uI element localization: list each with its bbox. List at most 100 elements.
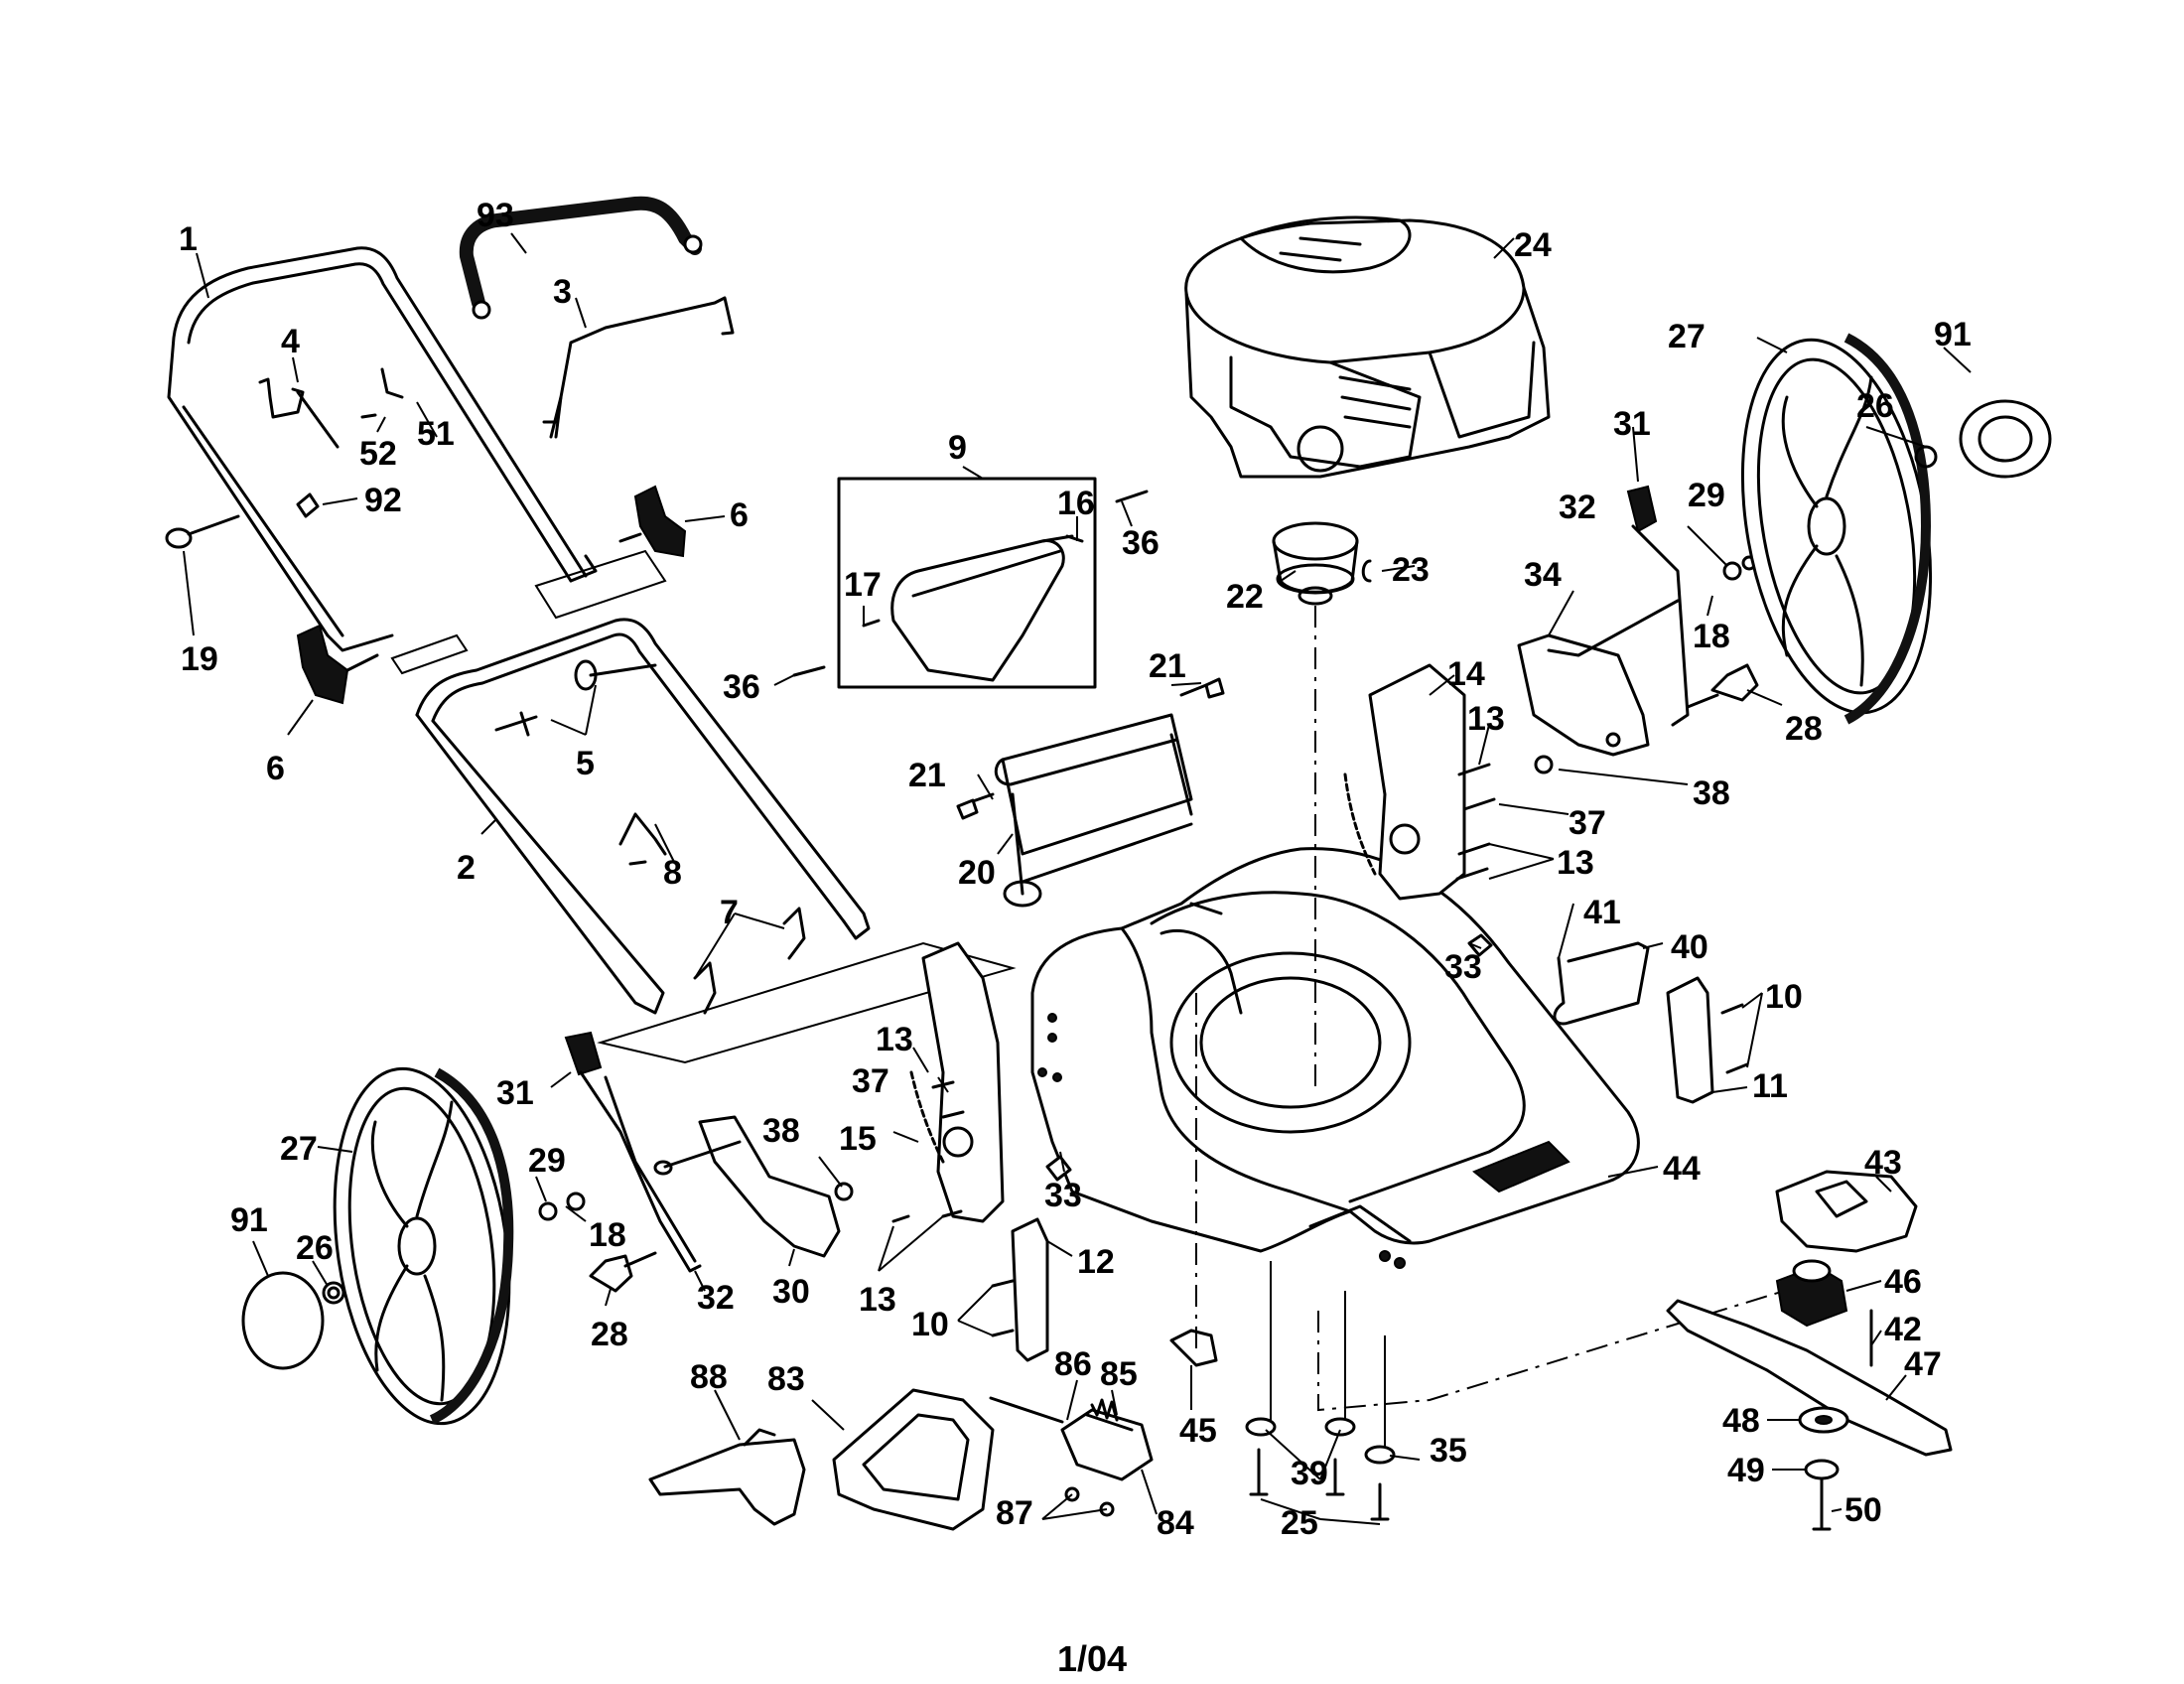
wheel-left xyxy=(333,1066,514,1426)
callout-91-left: 91 xyxy=(230,1201,268,1239)
callout-84: 84 xyxy=(1157,1504,1194,1542)
callout-49: 49 xyxy=(1727,1452,1765,1489)
callout-92: 92 xyxy=(364,482,402,519)
wheel-right xyxy=(1740,333,1933,725)
eyebolt xyxy=(165,492,320,549)
callout-13-a: 13 xyxy=(1467,700,1505,738)
callout-33-right: 33 xyxy=(1444,948,1482,986)
deck-hardware xyxy=(1245,1417,1396,1521)
axle-bracket-right xyxy=(1517,599,1680,757)
blade-adapter xyxy=(1775,1170,1918,1253)
callout-47: 47 xyxy=(1904,1345,1942,1383)
callout-37-left: 37 xyxy=(852,1062,889,1100)
engine-pulley xyxy=(1272,521,1372,606)
callout-88: 88 xyxy=(690,1358,728,1396)
callout-27-right: 27 xyxy=(1668,318,1706,355)
callout-32-right: 32 xyxy=(1559,489,1596,526)
callout-30: 30 xyxy=(772,1273,810,1311)
callout-42: 42 xyxy=(1884,1311,1922,1348)
blade-adapter-hub xyxy=(1775,1259,1848,1328)
height-adjust-bracket-left xyxy=(909,941,1005,1223)
callout-50: 50 xyxy=(1844,1491,1882,1529)
callout-33-left: 33 xyxy=(1044,1177,1082,1214)
rear-discharge-door xyxy=(832,1388,995,1531)
callout-36-left: 36 xyxy=(723,668,760,706)
handle-bolts xyxy=(494,659,806,1015)
callout-13-d: 13 xyxy=(859,1281,896,1319)
callout-91-right: 91 xyxy=(1934,316,1972,353)
cable-clip-parts xyxy=(258,367,404,449)
mower-deck xyxy=(1030,847,1640,1269)
callout-83: 83 xyxy=(767,1360,805,1398)
callout-29-right: 29 xyxy=(1688,477,1725,514)
callout-18-left: 18 xyxy=(589,1216,626,1254)
callout-16: 16 xyxy=(1057,485,1095,522)
callout-7: 7 xyxy=(720,894,739,931)
deflector xyxy=(1169,1329,1218,1367)
control-bail xyxy=(549,296,735,439)
callout-38-left: 38 xyxy=(762,1112,800,1150)
callout-11: 11 xyxy=(1752,1067,1788,1105)
drive-cable xyxy=(1553,941,1650,1026)
callout-93: 93 xyxy=(477,197,514,234)
callout-25: 25 xyxy=(1281,1504,1318,1542)
callout-37-right: 37 xyxy=(1569,804,1606,842)
lower-handle xyxy=(415,618,871,1015)
revision-code: 1/04 xyxy=(1056,1638,1128,1679)
callout-22: 22 xyxy=(1226,578,1264,616)
callout-21-upper: 21 xyxy=(1149,647,1186,685)
callout-45: 45 xyxy=(1179,1412,1217,1450)
callout-17: 17 xyxy=(844,566,882,604)
callout-3: 3 xyxy=(553,273,572,311)
upper-handle xyxy=(167,246,598,652)
callout-41: 41 xyxy=(1583,894,1621,931)
rear-baffle xyxy=(994,713,1193,908)
engine xyxy=(1184,215,1551,479)
callout-1: 1 xyxy=(179,220,198,258)
blade-hardware xyxy=(1798,1309,1873,1531)
callout-28-left: 28 xyxy=(591,1316,628,1353)
grass-bag-assembly xyxy=(792,477,1149,689)
handlebar-grip xyxy=(459,196,702,310)
axle-bracket-left xyxy=(653,1115,841,1258)
callout-14: 14 xyxy=(1447,655,1485,693)
door-hinge xyxy=(989,1396,1154,1517)
callout-20: 20 xyxy=(958,854,996,892)
callout-26-right: 26 xyxy=(1856,387,1894,425)
callout-32-left: 32 xyxy=(697,1279,735,1317)
callout-4: 4 xyxy=(281,323,300,360)
mulch-plug xyxy=(648,1428,806,1526)
callout-51: 51 xyxy=(417,415,455,453)
callout-85: 85 xyxy=(1100,1355,1138,1393)
callout-39: 39 xyxy=(1291,1455,1328,1492)
callout-19: 19 xyxy=(181,640,218,678)
callout-38-right: 38 xyxy=(1693,774,1730,812)
callout-87: 87 xyxy=(996,1494,1033,1532)
drive-plate-right xyxy=(1666,976,1749,1104)
callout-10-right: 10 xyxy=(1765,978,1803,1016)
shoulder-bolt-right xyxy=(1686,663,1759,709)
callout-29-left: 29 xyxy=(528,1142,566,1180)
callout-31-right: 31 xyxy=(1613,405,1651,443)
callout-52: 52 xyxy=(359,435,397,473)
callout-21-lower: 21 xyxy=(908,757,946,794)
callout-9: 9 xyxy=(948,429,967,467)
callout-46: 46 xyxy=(1884,1263,1922,1301)
callout-43: 43 xyxy=(1864,1144,1902,1182)
callout-27-left: 27 xyxy=(280,1130,318,1168)
callout-35: 35 xyxy=(1430,1432,1467,1470)
callout-13-c: 13 xyxy=(876,1021,913,1058)
callout-24: 24 xyxy=(1514,226,1552,264)
callout-40: 40 xyxy=(1671,928,1708,966)
callout-31-left: 31 xyxy=(496,1074,534,1112)
callout-15: 15 xyxy=(839,1120,877,1158)
callout-13-b: 13 xyxy=(1557,844,1594,882)
callout-86: 86 xyxy=(1054,1345,1092,1383)
callout-10-left: 10 xyxy=(911,1306,949,1343)
callout-44: 44 xyxy=(1663,1150,1701,1188)
callout-48: 48 xyxy=(1722,1402,1760,1440)
callout-18-right: 18 xyxy=(1693,618,1730,655)
handle-knob-lower xyxy=(296,624,379,705)
drive-lever-right xyxy=(1626,485,1690,727)
